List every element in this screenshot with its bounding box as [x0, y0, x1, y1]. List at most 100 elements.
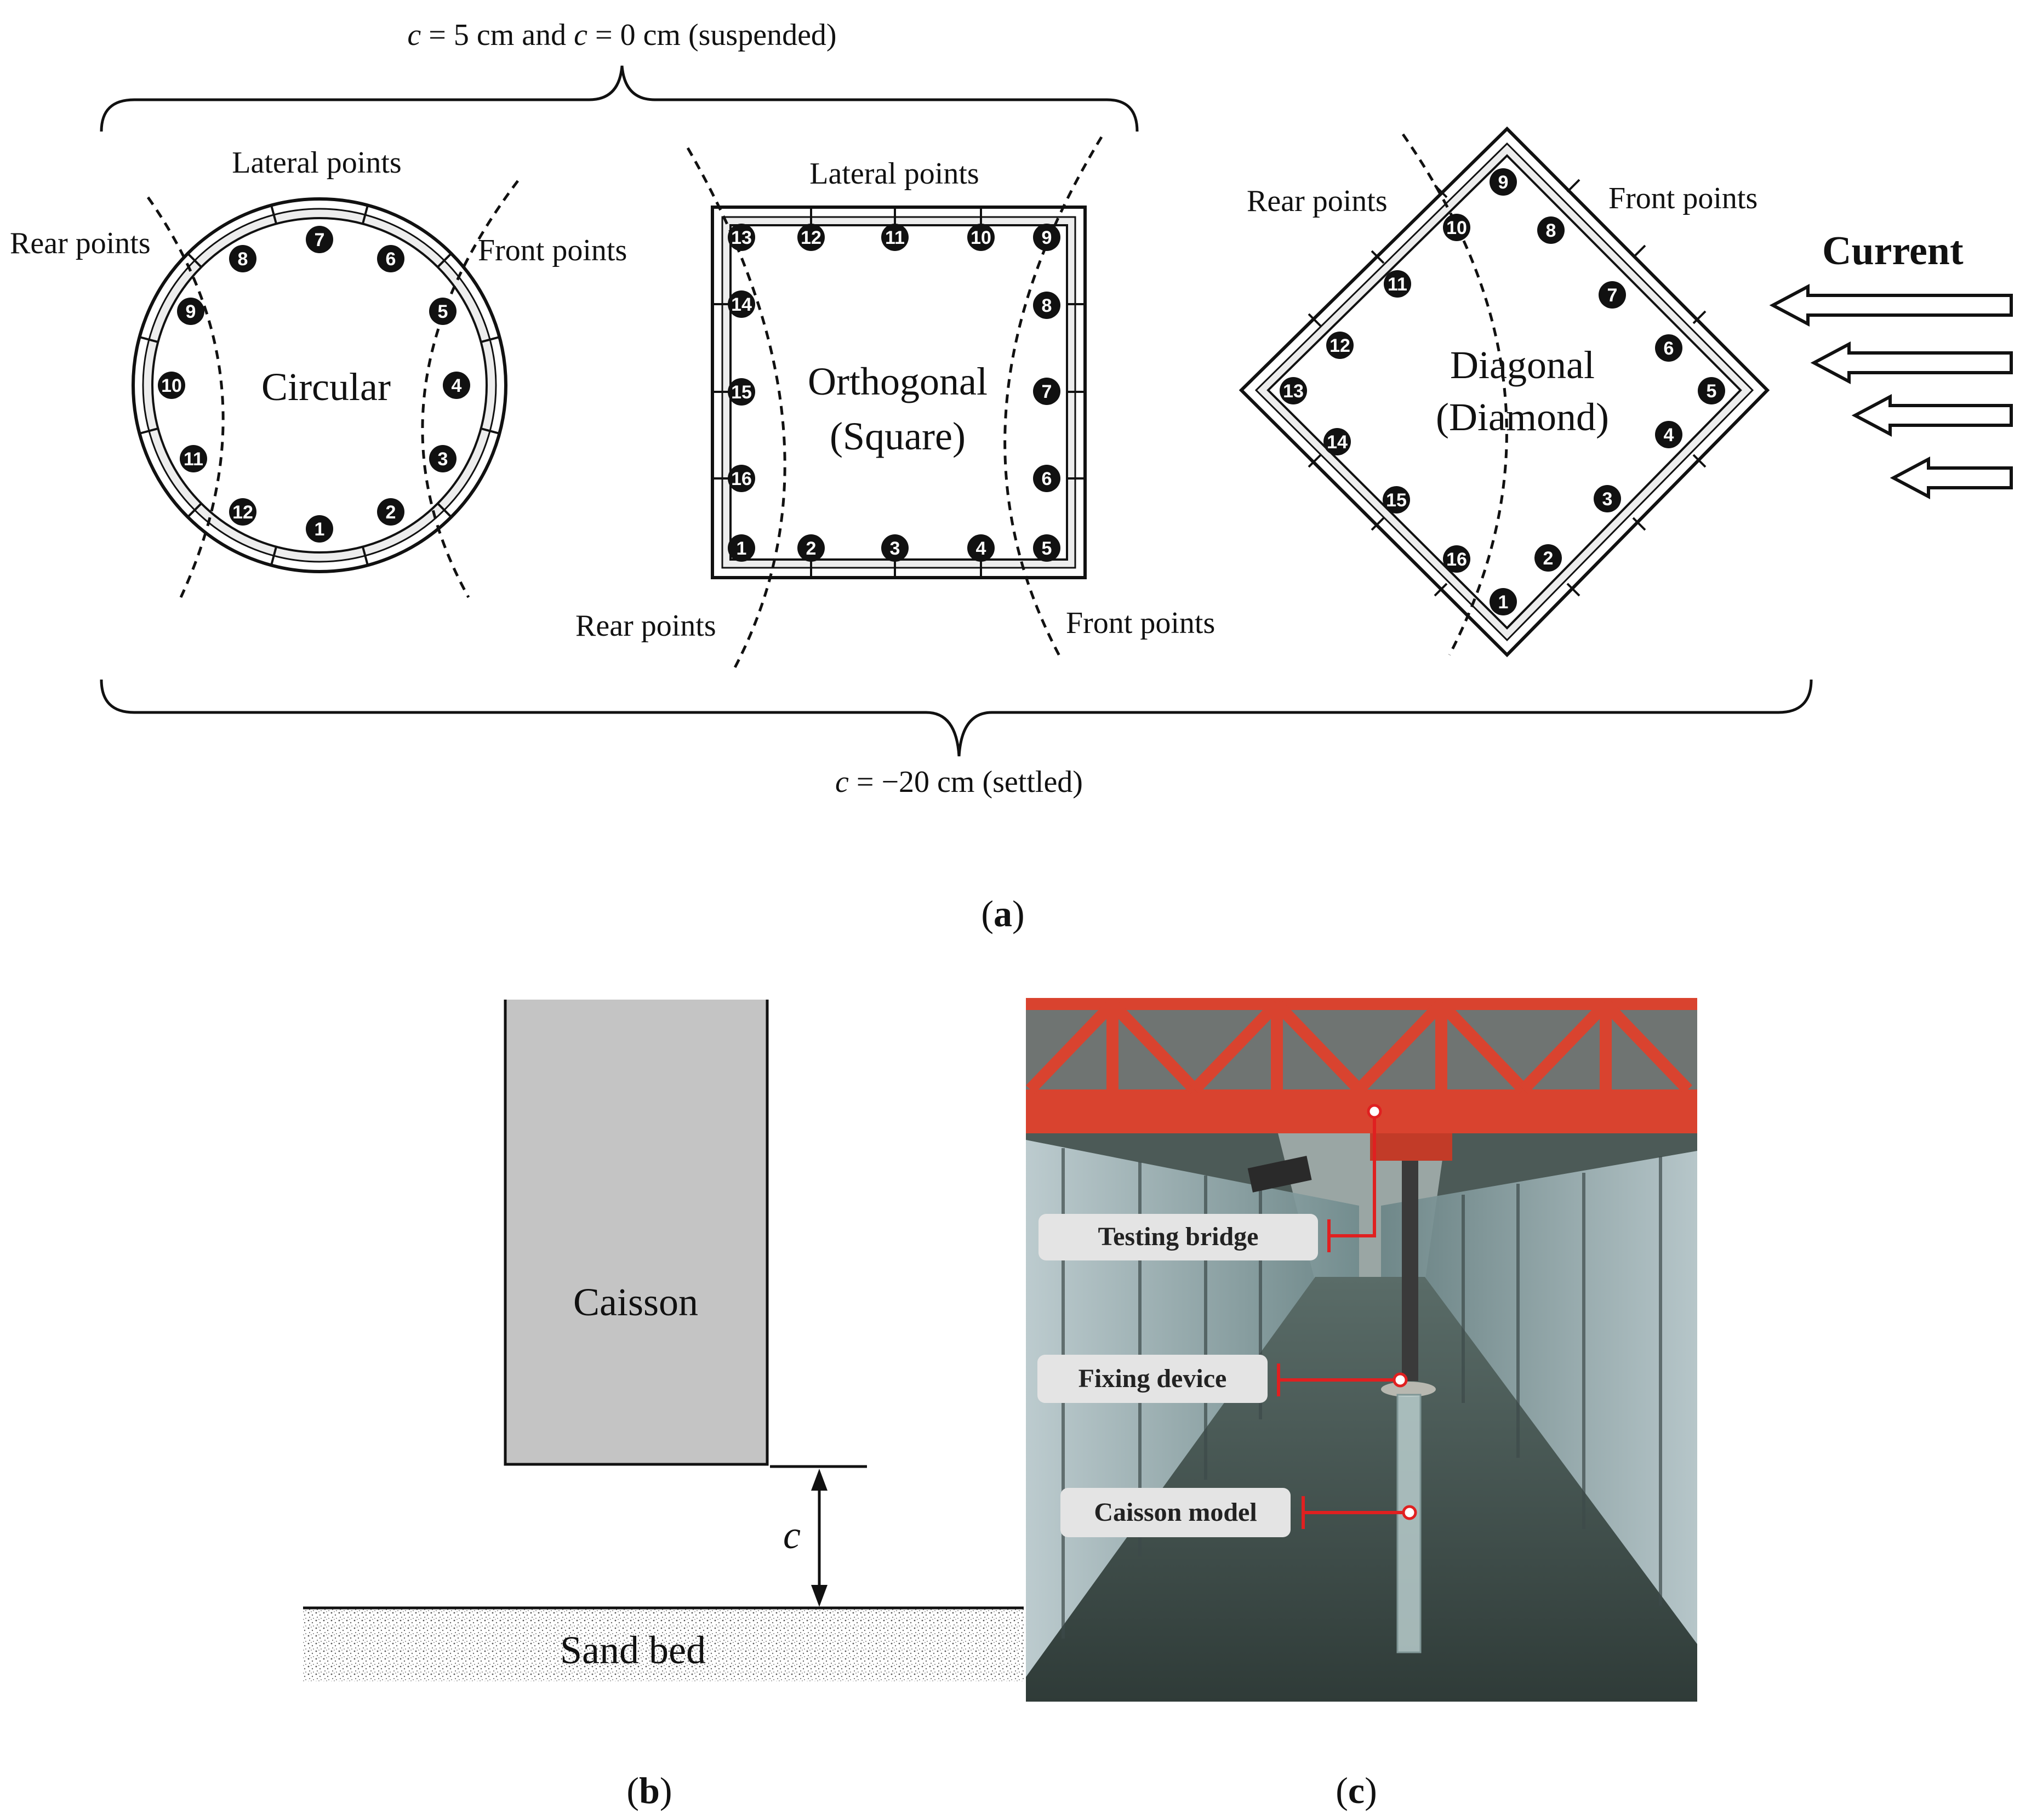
square-point-13: 13 [728, 224, 755, 251]
diamond-point-16: 16 [1443, 545, 1470, 573]
caisson-top-blank [501, 992, 771, 1000]
fixing-device-marker [1393, 1372, 1408, 1388]
diamond-point-7: 7 [1599, 281, 1626, 309]
diamond-point-8: 8 [1537, 216, 1565, 244]
square-segment-ticks [712, 207, 1085, 578]
circular-point-6: 6 [377, 245, 404, 272]
svg-text:16: 16 [1446, 549, 1467, 570]
diamond-point-3: 3 [1594, 485, 1621, 512]
svg-text:14: 14 [731, 294, 752, 315]
diamond-point-1: 1 [1490, 588, 1517, 615]
svg-text:8: 8 [238, 249, 248, 270]
svg-text:1: 1 [315, 519, 325, 540]
svg-text:1: 1 [737, 538, 747, 559]
square-point-10: 10 [967, 224, 995, 251]
circular-point-11: 11 [180, 445, 207, 472]
diamond-point-2: 2 [1534, 544, 1562, 572]
svg-text:8: 8 [1546, 220, 1556, 241]
circular-point-7: 7 [306, 226, 333, 253]
testing-bridge-marker [1367, 1104, 1382, 1119]
svg-text:4: 4 [1664, 425, 1674, 446]
support-rod [1402, 1129, 1418, 1381]
top-bracket [100, 65, 1139, 132]
sand-bed [303, 1609, 1024, 1681]
diamond-segment-ticks [1308, 179, 1707, 597]
square-point-11: 11 [881, 224, 909, 251]
svg-text:1: 1 [1498, 592, 1509, 613]
caption-a: (a) [981, 893, 1024, 934]
diamond-point-10: 10 [1443, 214, 1470, 241]
svg-text:13: 13 [731, 227, 752, 248]
diamond-point-6: 6 [1655, 334, 1682, 362]
svg-text:6: 6 [1664, 338, 1674, 359]
panel-a: c = 5 cm and c = 0 cm (suspended) c = −2… [10, 18, 2013, 934]
svg-text:3: 3 [890, 538, 900, 559]
diamond-point-13: 13 [1280, 377, 1307, 404]
svg-text:4: 4 [452, 375, 462, 396]
circular-front-label: Front points [478, 233, 627, 267]
circular-point-3: 3 [429, 445, 457, 472]
testing-bridge-leader [1329, 1114, 1376, 1237]
bottom-bracket-label: c = −20 cm (settled) [835, 765, 1083, 799]
svg-text:11: 11 [184, 449, 203, 470]
caption-c: (c) [1336, 1770, 1377, 1811]
square-point-5: 5 [1033, 534, 1060, 562]
current-arrow [1769, 284, 2013, 327]
svg-text:12: 12 [801, 227, 821, 248]
svg-text:3: 3 [438, 449, 448, 470]
current-indicator: Current [1769, 229, 2013, 499]
caisson-model-text: Caisson model [1094, 1498, 1257, 1527]
square-name-line1: Orthogonal [808, 360, 988, 403]
svg-text:5: 5 [438, 301, 448, 322]
diamond-point-5: 5 [1698, 377, 1725, 404]
sand-bed-label: Sand bed [560, 1628, 706, 1672]
svg-text:15: 15 [731, 382, 752, 403]
svg-text:3: 3 [1602, 489, 1613, 510]
svg-text:7: 7 [315, 230, 325, 250]
current-arrow [1810, 341, 2013, 384]
circular-lateral-label: Lateral points [232, 146, 401, 180]
caisson-block [504, 996, 769, 1466]
square-front-label: Front points [1066, 606, 1215, 640]
svg-text:14: 14 [1327, 432, 1348, 453]
caisson-label: Caisson [573, 1280, 698, 1324]
circular-point-12: 12 [229, 498, 256, 526]
circular-point-1: 1 [306, 515, 333, 543]
fixing-device-text: Fixing device [1079, 1364, 1227, 1393]
square-point-1: 1 [728, 534, 755, 562]
diamond-point-11: 11 [1384, 270, 1411, 298]
svg-text:10: 10 [1446, 218, 1467, 238]
svg-text:2: 2 [386, 502, 396, 523]
svg-text:11: 11 [885, 227, 905, 248]
top-bracket-label: c = 5 cm and c = 0 cm (suspended) [407, 18, 836, 52]
square-point-7: 7 [1033, 378, 1060, 405]
square-point-12: 12 [797, 224, 825, 251]
bottom-bracket [100, 679, 1813, 757]
svg-text:13: 13 [1283, 381, 1304, 402]
svg-text:7: 7 [1042, 381, 1052, 402]
fixing-plate [1381, 1382, 1436, 1397]
square-point-16: 16 [728, 465, 755, 492]
svg-text:12: 12 [1329, 335, 1350, 356]
circular-front-boundary [421, 180, 519, 598]
caisson-model-photo [1397, 1395, 1420, 1652]
square-name-line2: (Square) [830, 414, 966, 458]
svg-text:10: 10 [971, 227, 991, 248]
svg-text:6: 6 [386, 249, 396, 270]
flume-water [1026, 1277, 1697, 1702]
square-rear-label: Rear points [575, 609, 716, 643]
circular-rear-boundary [146, 196, 225, 598]
current-arrows [1769, 284, 2013, 499]
diamond-point-9: 9 [1490, 168, 1517, 196]
circular-name: Circular [261, 365, 391, 409]
diamond-rear-label: Rear points [1247, 184, 1388, 218]
fixing-device-tag [1037, 1355, 1268, 1403]
flume-photo [1026, 998, 1697, 1702]
flume-right-wall [1381, 1151, 1697, 1644]
diamond-point-14: 14 [1323, 428, 1351, 455]
svg-text:11: 11 [1388, 274, 1407, 295]
square-lateral-label: Lateral points [809, 157, 979, 191]
